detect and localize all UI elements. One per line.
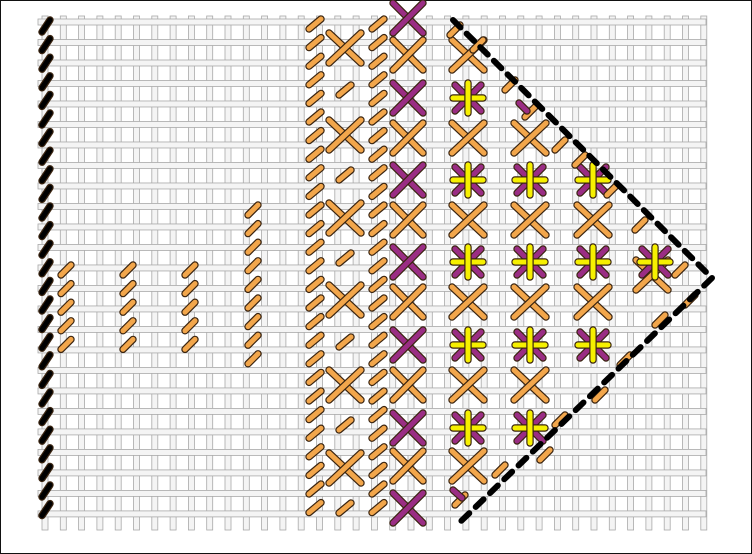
- mesh-horizontal-thread: [38, 367, 706, 373]
- mesh-horizontal-thread: [38, 19, 706, 25]
- mesh-horizontal-thread: [38, 408, 706, 414]
